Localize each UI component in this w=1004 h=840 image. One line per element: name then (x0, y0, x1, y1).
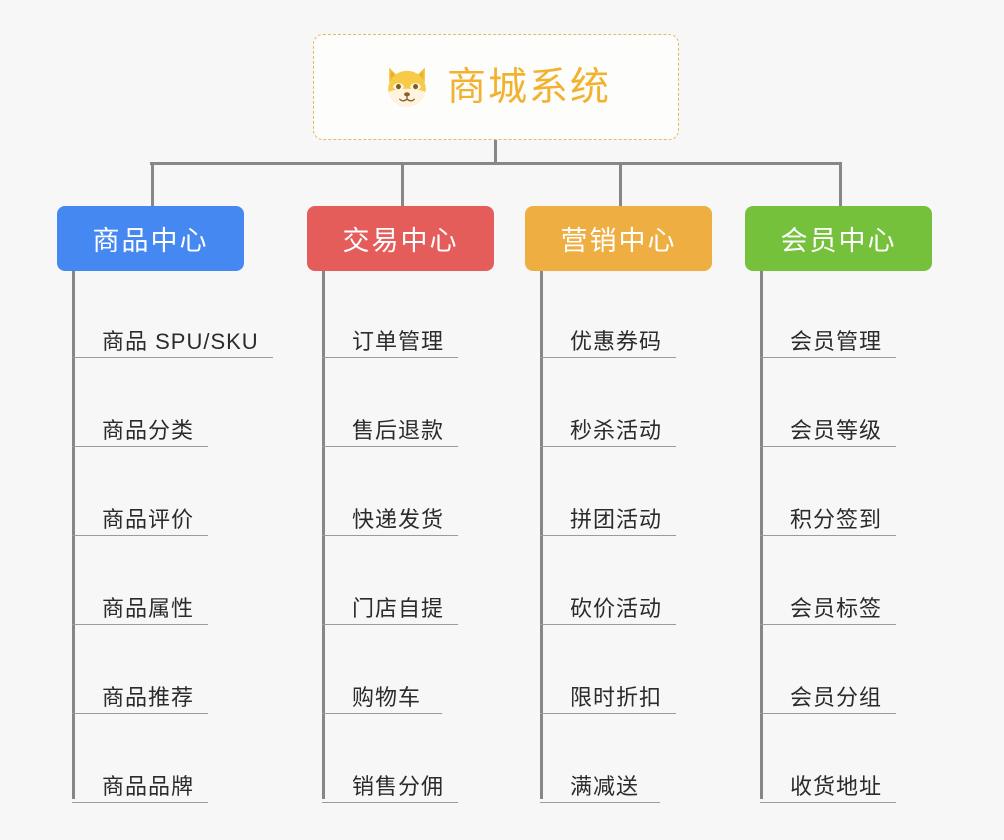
leaf-item[interactable]: 快递发货 (322, 492, 459, 536)
shiba-dog-face-icon (388, 67, 426, 107)
leaf-item-label: 砍价活动 (570, 596, 663, 621)
branch-drop-line-1 (151, 162, 154, 206)
root-stem-line (494, 140, 497, 164)
horizontal-bus-line (150, 162, 840, 165)
leaf-item[interactable]: 商品分类 (72, 403, 209, 447)
branch-drop-line-3 (619, 162, 622, 206)
leaf-item[interactable]: 商品评价 (72, 492, 209, 536)
leaf-item-label: 订单管理 (352, 329, 445, 354)
leaf-item[interactable]: 会员等级 (760, 403, 897, 447)
leaf-item-label: 商品 SPU/SKU (102, 329, 259, 354)
leaf-item[interactable]: 订单管理 (322, 314, 459, 358)
leaf-item[interactable]: 商品属性 (72, 581, 209, 625)
category-header-4[interactable]: 会员中心 (745, 206, 932, 271)
leaf-item-label: 会员标签 (790, 596, 883, 621)
leaf-item-label: 商品推荐 (102, 685, 195, 710)
leaf-item-label: 收货地址 (790, 774, 883, 799)
leaf-item[interactable]: 会员标签 (760, 581, 897, 625)
root-title: 商城系统 (446, 65, 611, 109)
leaf-item-label: 商品评价 (102, 507, 195, 532)
leaf-item[interactable]: 商品 SPU/SKU (72, 314, 273, 358)
leaf-item-label: 会员管理 (790, 329, 883, 354)
leaf-item[interactable]: 收货地址 (760, 759, 897, 803)
leaf-item[interactable]: 砍价活动 (540, 581, 677, 625)
leaf-item-label: 会员分组 (790, 685, 883, 710)
leaf-item[interactable]: 秒杀活动 (540, 403, 677, 447)
leaf-item[interactable]: 会员管理 (760, 314, 897, 358)
category-header-3[interactable]: 营销中心 (525, 206, 712, 271)
leaf-item[interactable]: 商品品牌 (72, 759, 209, 803)
category-header-label: 营销中心 (560, 226, 677, 256)
leaf-item-label: 销售分佣 (352, 774, 445, 799)
category-header-label: 会员中心 (780, 226, 897, 256)
leaf-item-label: 限时折扣 (570, 685, 663, 710)
leaf-item[interactable]: 积分签到 (760, 492, 897, 536)
leaf-item-label: 商品品牌 (102, 774, 195, 799)
leaf-item[interactable]: 满减送 (540, 759, 660, 803)
leaf-item-label: 会员等级 (790, 418, 883, 443)
leaf-item[interactable]: 优惠券码 (540, 314, 677, 358)
leaf-item-label: 快递发货 (352, 507, 445, 532)
branch-drop-line-4 (839, 162, 842, 206)
leaf-item-label: 积分签到 (790, 507, 883, 532)
leaf-item[interactable]: 售后退款 (322, 403, 459, 447)
leaf-item[interactable]: 限时折扣 (540, 670, 677, 714)
leaf-item-label: 售后退款 (352, 418, 445, 443)
leaf-item-label: 商品分类 (102, 418, 195, 443)
leaf-item[interactable]: 销售分佣 (322, 759, 459, 803)
leaf-item-label: 购物车 (352, 685, 422, 710)
leaf-item-label: 秒杀活动 (570, 418, 663, 443)
leaf-item-label: 商品属性 (102, 596, 195, 621)
leaf-item[interactable]: 门店自提 (322, 581, 459, 625)
leaf-item[interactable]: 购物车 (322, 670, 442, 714)
leaf-item-label: 拼团活动 (570, 507, 663, 532)
category-header-label: 交易中心 (342, 226, 459, 256)
leaf-item[interactable]: 商品推荐 (72, 670, 209, 714)
leaf-item[interactable]: 拼团活动 (540, 492, 677, 536)
leaf-item[interactable]: 会员分组 (760, 670, 897, 714)
branch-drop-line-2 (401, 162, 404, 206)
root-node[interactable]: 商城系统 (313, 34, 679, 140)
category-header-1[interactable]: 商品中心 (57, 206, 244, 271)
category-header-label: 商品中心 (92, 226, 209, 256)
leaf-item-label: 优惠券码 (570, 329, 663, 354)
leaf-item-label: 满减送 (570, 774, 640, 799)
category-header-2[interactable]: 交易中心 (307, 206, 494, 271)
leaf-item-label: 门店自提 (352, 596, 445, 621)
